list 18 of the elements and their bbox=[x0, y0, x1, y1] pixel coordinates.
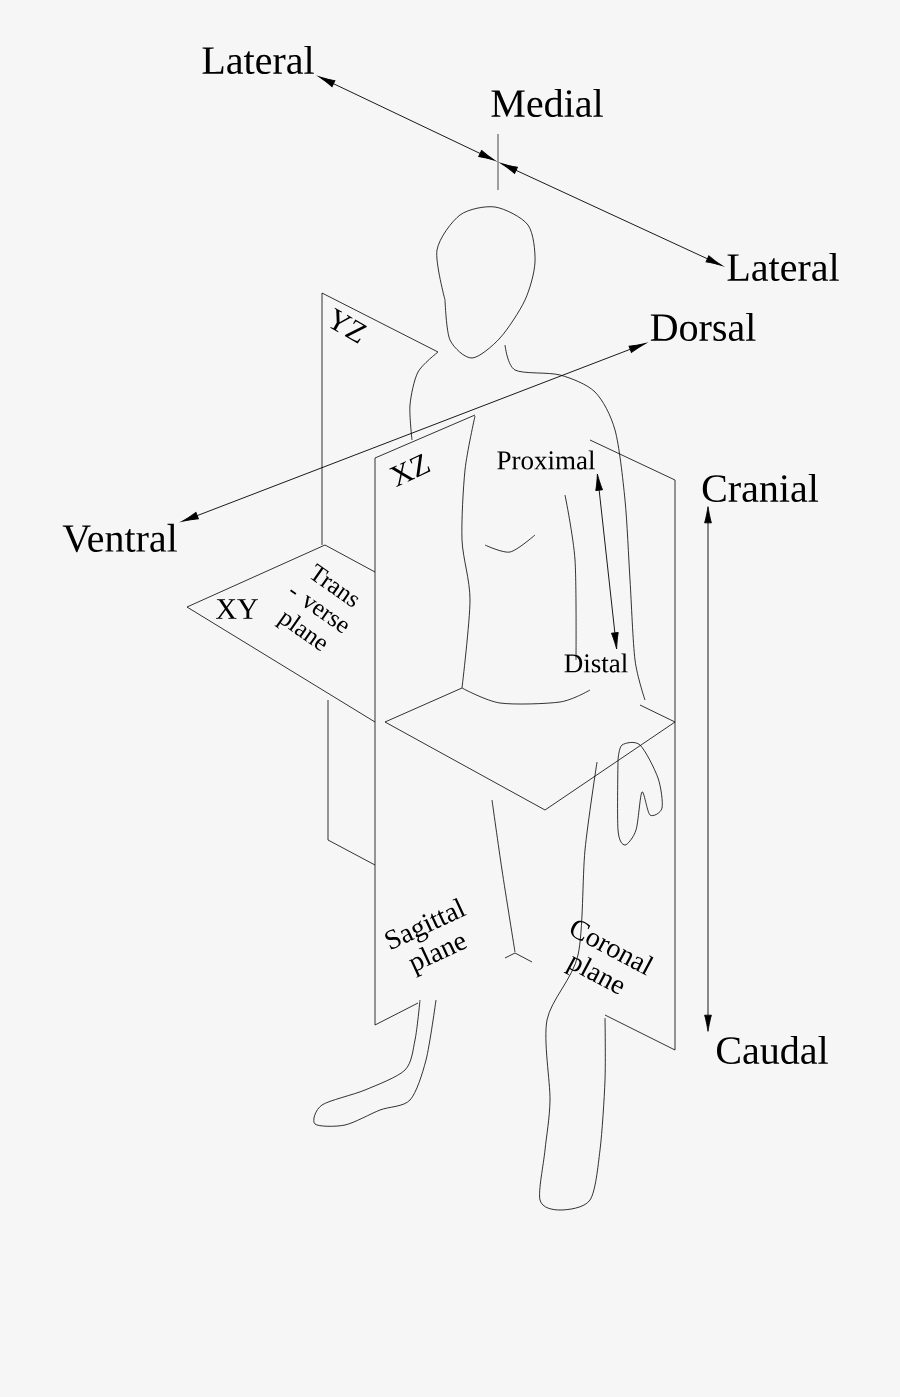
direction-label: Caudal bbox=[717, 1035, 828, 1065]
direction-label: Ventral bbox=[62, 523, 177, 553]
direction-label: Proximal bbox=[497, 450, 595, 470]
direction-label: Lateral bbox=[727, 252, 839, 282]
arrow bbox=[181, 343, 646, 522]
direction-label: Lateral bbox=[202, 45, 314, 75]
direction-label: Cranial bbox=[702, 473, 819, 503]
plane-label: XZ bbox=[389, 453, 431, 488]
arrow bbox=[500, 163, 723, 267]
tick-mark bbox=[497, 133, 499, 191]
plane-label: XY bbox=[216, 599, 258, 619]
arrow bbox=[704, 506, 712, 1032]
direction-label: Dorsal bbox=[650, 312, 756, 342]
direction-label: Distal bbox=[564, 653, 628, 673]
plane-label: YZ bbox=[330, 307, 367, 344]
arrow bbox=[318, 76, 496, 161]
direction-label: Medial bbox=[491, 88, 603, 118]
arrow bbox=[595, 473, 619, 650]
